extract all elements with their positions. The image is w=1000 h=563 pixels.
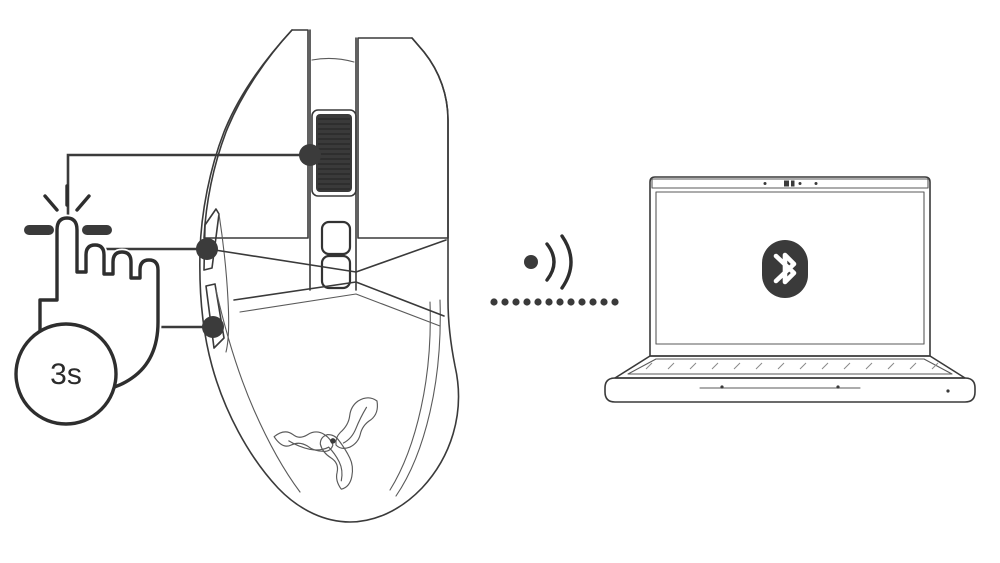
keyboard-key [777,362,785,370]
laptop-lid-outline [649,176,931,357]
webcam-sensor-icon [791,180,795,187]
leader-line-scroll-wheel [66,153,310,250]
keyboard-key [645,362,653,370]
mouse-seam-right [395,299,441,497]
webcam-lens-icon [784,180,789,187]
keyboard-key [711,362,719,370]
callout-dot-side-button-upper [196,238,218,260]
timer-badge: 3s [14,322,118,426]
laptop-front-indicator-icon [946,389,950,393]
webcam-indicator-left-icon [763,182,767,185]
webcam-indicator-right-icon [814,182,818,185]
razer-gaming-mouse [199,29,460,523]
webcam-sensor-bar [651,178,929,189]
connection-dot [490,298,498,306]
keyboard-key [667,362,675,370]
connection-dot [556,298,564,306]
mouse-palm-edge [233,281,445,317]
keyboard-key [799,362,807,370]
razer-snake-right [335,397,378,449]
signal-arc-inner-icon [545,242,556,282]
connection-dot [611,298,619,306]
side-button-lower [205,283,225,349]
laptop-base-top-inner [627,358,953,375]
razer-logo [273,397,378,490]
razer-snake-left-tail [288,440,330,451]
scroll-wheel-ridges [318,118,350,190]
razer-snake-bottom-tail [328,446,343,482]
wireless-signal-icon [524,234,573,290]
signal-origin-dot-icon [524,255,538,269]
keyboard-key [843,362,851,370]
webcam-bar-outline [651,178,929,189]
laptop-latch-left-icon [720,385,724,389]
mouse-palm-edge-inner [239,293,441,327]
timer-circle-fill [16,324,116,424]
webcam-indicator-mid-icon [798,182,802,185]
laptop-latch-right-icon [836,385,840,389]
dpi-button-lower [320,254,352,290]
keyboard-key [689,362,697,370]
connection-dot [501,298,509,306]
mouse-right-button [357,37,449,239]
signal-arc-outer-icon [560,234,573,290]
timer-circle-outline [14,322,118,426]
connection-dot [567,298,575,306]
connection-dot [578,298,586,306]
dash-left-icon [24,225,54,235]
connection-dot [589,298,597,306]
mouse-upper-diagonal [201,239,447,273]
keyboard-key [733,362,741,370]
keyboard-key [865,362,873,370]
keyboard-key [755,362,763,370]
razer-snake-left [273,431,334,452]
mouse-body-outline [199,29,460,523]
timer-label: 3s [50,358,82,391]
laptop-front-chassis [604,377,976,403]
scroll-wheel-body [316,114,352,192]
connection-dot [534,298,542,306]
laptop-computer [604,176,976,403]
dpi-button-upper [320,220,352,256]
mouse-seam-right-inner [389,301,431,491]
laptop-keyboard-keys [645,362,939,370]
dash-right-icon [82,225,112,235]
keyboard-key [909,362,917,370]
connection-dot [545,298,553,306]
mouse-left-button [203,29,309,239]
dotted-connection-line [490,298,619,306]
mouse-center-top-curve [311,57,355,63]
bluetooth-logo [762,240,808,298]
connection-dot [512,298,520,306]
keyboard-key [821,362,829,370]
press-rays [43,184,91,212]
razer-snake-right-tail [342,406,368,444]
razer-logo-center [330,438,336,444]
callout-dot-side-button-lower [202,316,224,338]
mouse-seam-left [215,289,301,493]
bluetooth-rune-icon [773,252,797,285]
ray-right-icon [75,194,91,212]
callout-dots [196,144,321,338]
callout-dot-scroll-wheel [299,144,321,166]
press-dashes [24,225,112,235]
ray-left-icon [43,194,59,212]
connection-dot [523,298,531,306]
keyboard-key [887,362,895,370]
keyboard-key [931,362,939,370]
side-panel-seam [218,213,230,353]
connection-dot [600,298,608,306]
razer-snake-bottom [319,434,354,490]
side-button-upper [203,208,220,271]
